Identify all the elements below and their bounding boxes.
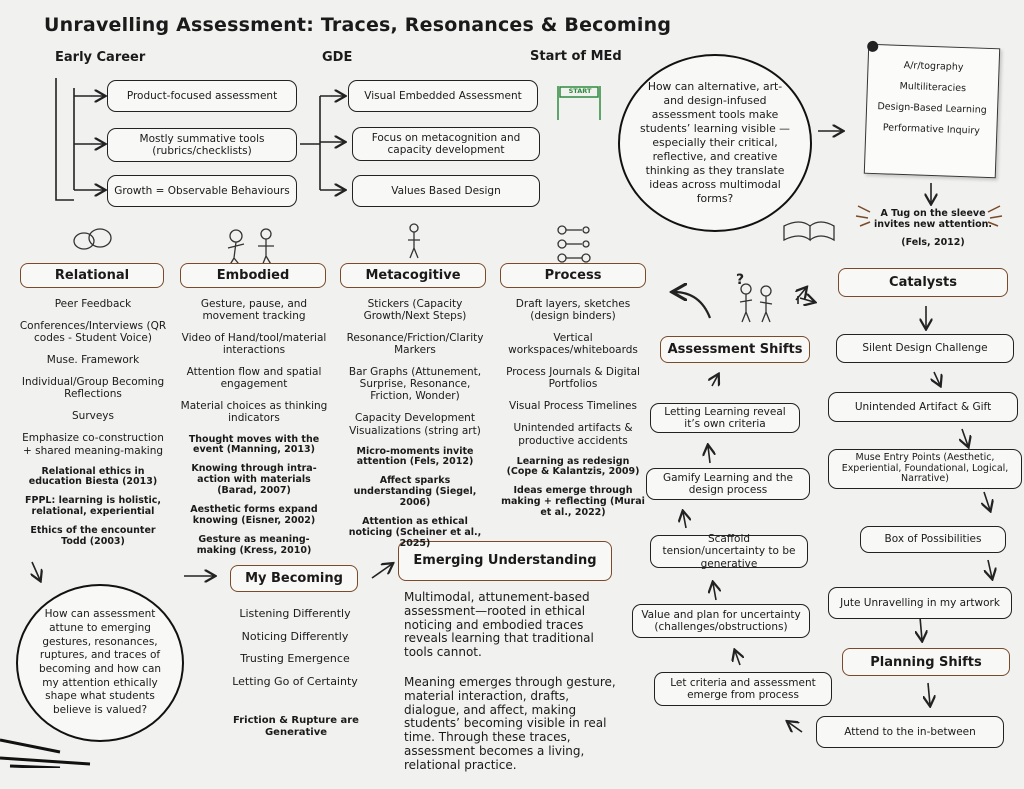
catalyst-box-of-possibilities: Box of Possibilities [860,526,1006,553]
category-assessment-shifts: Assessment Shifts [660,336,810,363]
process-item: Visual Process Timelines [509,400,637,413]
pinned-note: A/r/tography Multiliteracies Design-Base… [863,40,1001,179]
shift-letting-learning-reveal: Letting Learning reveal it’s own criteri… [650,403,800,433]
my-becoming-list: Listening Differently Noticing Different… [228,607,362,699]
meta-ref: Affect sparks understanding (Siegel, 200… [353,475,477,509]
process-item: Vertical workspaces/whiteboards [508,332,638,357]
process-column: Draft layers, sketches (design binders) … [500,298,646,527]
process-item: Unintended artifacts & productive accide… [513,422,633,447]
category-embodied: Embodied [180,263,326,288]
meta-item: Resonance/Friction/Clarity Markers [346,332,484,357]
process-ref: Ideas emerge through making + reflecting… [501,485,645,519]
note-item-performative-inquiry: Performative Inquiry [882,121,981,137]
process-item: Process Journals & Digital Portfolios [506,366,640,391]
gde-box-metacognition: Focus on metacognition and capacity deve… [352,127,540,161]
metacognitive-column: Stickers (Capacity Growth/Next Steps) Re… [340,298,490,558]
early-box-growth: Growth = Observable Behaviours [107,175,297,207]
shift-gamify-learning: Gamify Learning and the design process [646,468,810,500]
category-my-becoming: My Becoming [230,565,358,592]
relational-item: Surveys [72,410,114,423]
gde-box-visual-embedded: Visual Embedded Assessment [348,80,538,112]
relational-ref: Ethics of the encounter Todd (2003) [30,525,156,548]
relational-item: Individual/Group Becoming Reflections [21,376,165,401]
category-catalysts: Catalysts [838,268,1008,297]
relational-ref: Relational ethics in education Biesta (2… [28,465,158,488]
catalyst-jute-unravelling: Jute Unravelling in my artwork [828,587,1012,619]
svg-text:?: ? [736,272,744,288]
page-title: Unravelling Assessment: Traces, Resonanc… [44,14,672,36]
shift-value-uncertainty: Value and plan for uncertainty (challeng… [632,604,810,638]
shift-attend-in-between: Attend to the in-between [816,716,1004,748]
question-circle-bottom: How can assessment attune to emerging ge… [16,584,184,742]
embodied-item: Video of Hand/tool/material interactions [181,332,327,357]
header-gde: GDE [322,50,353,65]
meta-ref: Attention as ethical noticing (Scheiner … [348,516,482,550]
catalyst-muse-entry-points: Muse Entry Points (Aesthetic, Experienti… [828,449,1022,489]
relational-item: Peer Feedback [54,298,132,310]
relational-item: Muse. Framework [46,354,140,367]
embodied-item: Attention flow and spatial engagement [186,366,322,391]
tug-marks [855,205,1003,227]
gde-box-values-based: Values Based Design [352,175,540,207]
category-process: Process [500,263,646,288]
pin-icon [867,40,879,53]
embodied-ref: Thought moves with the event (Manning, 2… [188,433,320,456]
meta-ref: Micro-moments invite attention (Fels, 20… [356,445,474,468]
tug-quote: A Tug on the sleeve invites new attentio… [873,208,993,230]
meta-item: Capacity Development Visualizations (str… [349,412,481,437]
connector-arrows: ? [0,78,1003,768]
embodied-item: Material choices as thinking indicators [180,400,328,425]
relational-column: Peer Feedback Conferences/Interviews (QR… [18,298,168,556]
becoming-item: Listening Differently [239,607,351,620]
relational-ref: FPPL: learning is holistic, relational, … [25,495,161,518]
becoming-ref: Friction & Rupture are Generative [233,715,359,738]
emerging-para: Meaning emerges through gesture, materia… [404,674,616,772]
category-emerging-understanding: Emerging Understanding [398,541,612,581]
process-ref: Learning as redesign (Cope & Kalantzis, … [506,455,640,478]
process-item: Draft layers, sketches (design binders) [515,298,631,323]
meta-item: Bar Graphs (Attunement, Surprise, Resona… [348,366,482,403]
catalyst-silent-design: Silent Design Challenge [836,334,1014,363]
category-relational: Relational [20,263,164,288]
start-sign-label: START [568,87,592,95]
becoming-item: Letting Go of Certainty [232,674,358,688]
becoming-item: Trusting Emergence [240,652,350,666]
tug-citation: (Fels, 2012) [901,237,965,248]
early-box-product-focused: Product-focused assessment [107,80,297,112]
embodied-ref: Gesture as meaning-making (Kress, 2010) [196,533,312,556]
start-sign [557,86,601,120]
question-circle-top: How can alternative, art- and design-inf… [618,54,812,232]
emerging-para: Multimodal, attunement-based assessment—… [404,590,594,660]
embodied-ref: Knowing through intra-action with materi… [191,463,317,497]
early-box-summative-tools: Mostly summative tools (rubrics/checklis… [107,128,297,162]
embodied-ref: Aesthetic forms expand knowing (Eisner, … [190,504,318,527]
relational-item: Emphasize co-construction + shared meani… [22,432,164,457]
header-start-of-med: Start of MEd [530,49,622,64]
category-planning-shifts: Planning Shifts [842,648,1010,676]
embodied-item: Gesture, pause, and movement tracking [200,298,308,323]
becoming-item: Noticing Differently [241,629,349,643]
shift-criteria-emerge: Let criteria and assessment emerge from … [654,672,832,706]
emerging-text: Multimodal, attunement-based assessment—… [404,590,620,789]
header-early-career: Early Career [55,50,146,65]
relational-item: Conferences/Interviews (QR codes - Stude… [19,320,167,345]
catalyst-unintended-artifact: Unintended Artifact & Gift [828,392,1018,422]
meta-item: Stickers (Capacity Growth/Next Steps) [363,298,467,323]
doodle-icons [73,221,835,560]
shift-scaffold-tension: Scaffold tension/uncertainty to be gener… [650,533,808,570]
embodied-column: Gesture, pause, and movement tracking Vi… [180,298,328,565]
category-metacognitive: Metacogitive [340,263,486,288]
